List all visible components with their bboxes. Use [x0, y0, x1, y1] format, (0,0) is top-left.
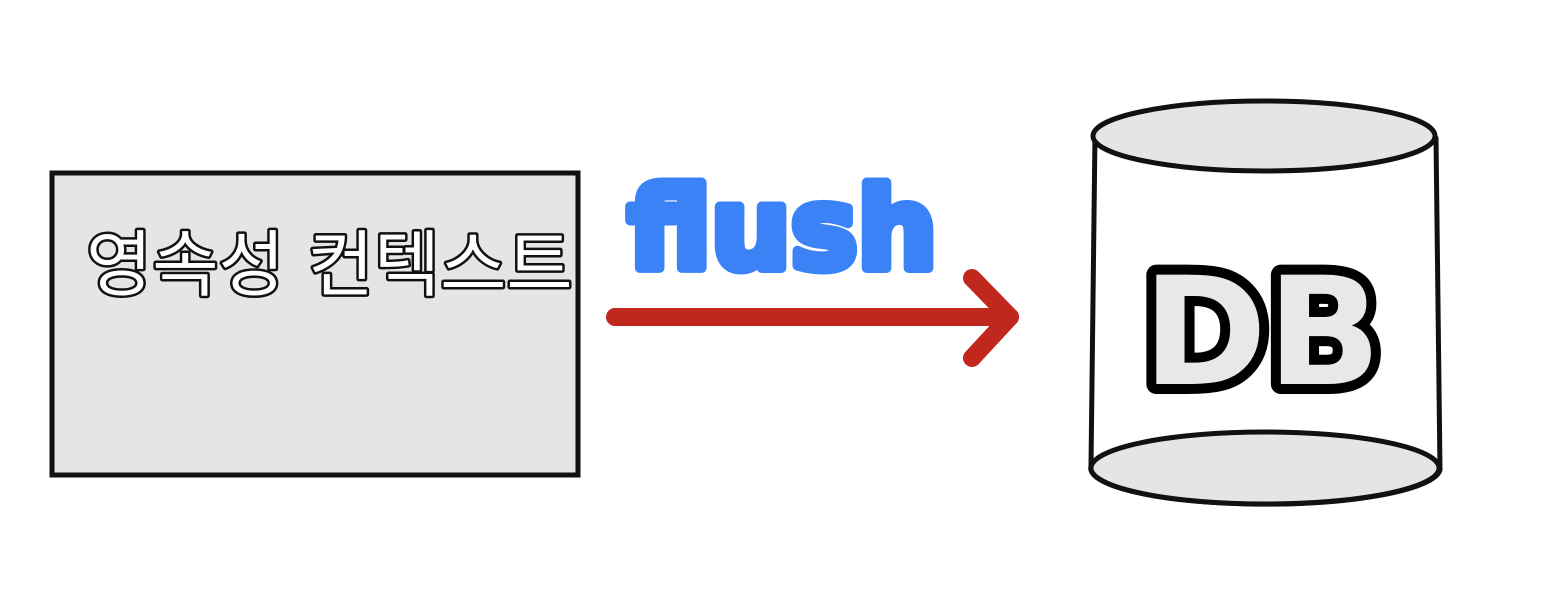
cylinder-top	[1090, 98, 1438, 174]
persistence-context-node: 영속성 컨텍스트	[49, 170, 581, 478]
arrow-right-icon	[606, 269, 1019, 367]
flush-edge: flush	[606, 160, 1019, 367]
cylinder-bottom	[1088, 429, 1442, 507]
db-node: DB	[1088, 98, 1443, 507]
arrow-head	[963, 269, 1019, 367]
db-label: DB	[1143, 246, 1382, 420]
cylinder-icon	[1088, 98, 1443, 507]
persistence-context-label: 영속성 컨텍스트	[86, 223, 573, 307]
flush-label: flush	[628, 165, 937, 295]
persistence-context-box	[49, 170, 581, 478]
